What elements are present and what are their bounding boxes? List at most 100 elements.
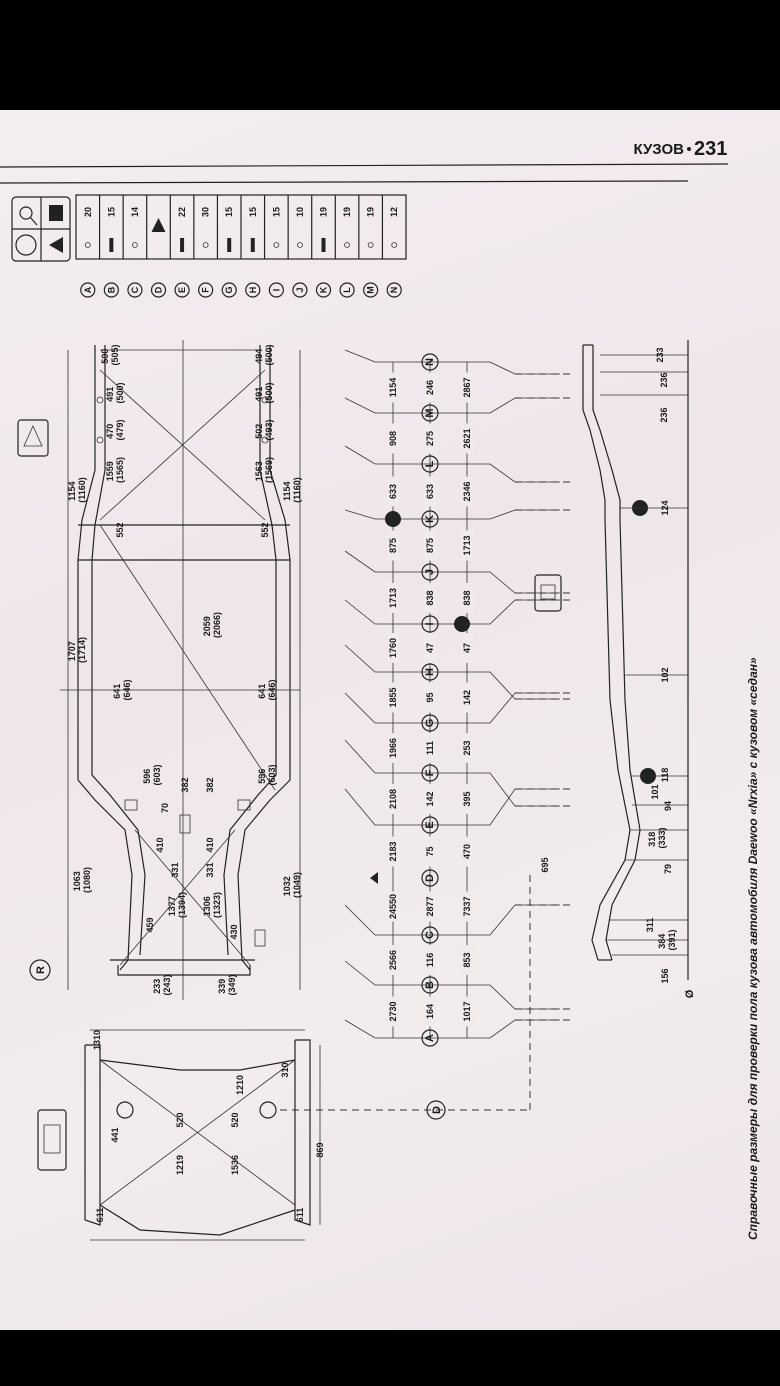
plan-dimension: 410 [205, 837, 215, 852]
chain-letter: B [424, 981, 436, 989]
chain-dimension: 2621 [462, 428, 472, 448]
chain-dimension: 142 [425, 791, 435, 806]
chain-letter: A [424, 1034, 436, 1042]
dimension-labels: 500 (505)494 (500)491 (500)491 (500)470 … [67, 344, 696, 1222]
legend-column-l: 19L [339, 207, 355, 298]
plan-dimension: 552 [260, 522, 270, 537]
chain-dimension: 1017 [462, 1001, 472, 1021]
rear-marker-label: R [35, 966, 47, 974]
side-dimension: 236 [659, 407, 669, 422]
legend-value: 15 [248, 207, 258, 217]
legend-value: 15 [106, 207, 116, 217]
legend-column-k: 19K [315, 207, 332, 298]
rear-dimension: 869 [315, 1142, 325, 1157]
side-dimension: 233 [655, 347, 665, 362]
chain-dimension: 395 [462, 791, 472, 806]
point-marker [127, 282, 143, 298]
view-d-label: D [431, 1106, 443, 1114]
rear-dimension: 310 [280, 1062, 290, 1077]
rear-dimension: 520 [230, 1112, 240, 1127]
plan-dimension: 1154 (1160) [282, 477, 302, 503]
chain-dimension: 633 [388, 484, 398, 499]
plan-dimension: 1563 (1569) [254, 457, 274, 483]
chain-dimension: 246 [425, 380, 435, 395]
chain-dimension: 111 [425, 741, 435, 755]
point-marker [150, 282, 167, 298]
legend-value: 15 [224, 207, 234, 217]
side-dimension: 94 [663, 801, 673, 811]
side-dimension: 79 [663, 864, 673, 874]
bolt-icon [227, 238, 232, 252]
legend-value: 10 [295, 207, 305, 217]
legend-value: 19 [319, 207, 329, 217]
side-dimension: 311 [645, 918, 655, 933]
rear-dimension: 441 [110, 1127, 120, 1142]
rear-view [84, 870, 531, 1241]
datum-arrow-icon [370, 872, 378, 884]
chain-dimension: 838 [425, 590, 435, 605]
plan-dimension: 410 [155, 837, 165, 852]
chain-point: H [421, 663, 439, 681]
legend-column-h: 15H [245, 207, 261, 298]
plan-dimension: 331 [170, 862, 180, 877]
chain-dimension: 95 [425, 692, 435, 702]
chain-letter: N [424, 358, 436, 366]
chain-letter: H [424, 668, 436, 676]
legend-column-e: 22E [174, 207, 190, 298]
plan-dimension: 470 (479) [105, 419, 125, 440]
plan-dimension: 331 [205, 862, 215, 877]
circle-icon [15, 234, 37, 256]
legend-column-f: 30F [198, 207, 214, 298]
side-dimension: 124 [660, 500, 670, 515]
chain-dimension: 1966 [388, 738, 398, 758]
plan-dimension: 1032 (1049) [282, 872, 302, 898]
chain-letter: C [424, 931, 436, 939]
plan-dimension: 430 [229, 924, 239, 939]
triangle-icon [151, 218, 166, 232]
point-marker [339, 282, 355, 298]
chain-point: M [421, 404, 439, 422]
legend-column-b: 15B [103, 207, 119, 298]
wrench-icon [19, 206, 38, 226]
rear-dimension: 520 [175, 1112, 185, 1127]
plan-dimension: 596 (603) [142, 764, 162, 785]
point-marker [80, 282, 96, 298]
chain-dimension: 908 [388, 431, 398, 446]
legend-column-i: 15I [268, 207, 284, 298]
plan-dimension: 491 (500) [105, 382, 125, 403]
plan-dimension: 339 (349) [217, 974, 237, 995]
side-dimension: 118 [660, 768, 670, 783]
chain-dimension: 253 [462, 740, 472, 755]
section-title: КУЗОВ [633, 141, 684, 158]
book-page [0, 110, 780, 1330]
plan-dimension: 552 [115, 522, 125, 537]
side-dimension: 101 [650, 784, 660, 799]
chain-dimension: 2566 [388, 950, 398, 970]
legend-column-g: 15G [221, 207, 237, 298]
car-rear-icon [37, 1109, 67, 1171]
chain-dimension: 2730 [388, 1001, 398, 1021]
bolt-icon [250, 238, 255, 252]
chain-dimension: 7337 [462, 896, 472, 916]
chain-dimension: 853 [462, 952, 472, 967]
point-marker [174, 282, 190, 298]
chain-dimension: 2867 [462, 377, 472, 397]
plan-dimension: 1306 (1323) [202, 892, 222, 918]
point-marker [386, 282, 402, 298]
figure-caption: Справочные размеры для проверки пола куз… [746, 657, 760, 1240]
chain-dimension: 2183 [388, 841, 398, 861]
chain-letter: M [424, 408, 436, 417]
chain-point: I [421, 615, 439, 633]
plan-dimension: 1154 (1160) [67, 477, 87, 503]
plan-dimension: 2059 (2066) [202, 612, 222, 638]
legend-letter: M [366, 286, 376, 294]
legend-value: 30 [201, 207, 211, 217]
chain-dimension: 2346 [462, 481, 472, 501]
header-bullet [687, 147, 691, 151]
chain-letter: F [424, 769, 436, 776]
filled-square-icon [49, 205, 63, 221]
triangle-icon [49, 237, 63, 253]
